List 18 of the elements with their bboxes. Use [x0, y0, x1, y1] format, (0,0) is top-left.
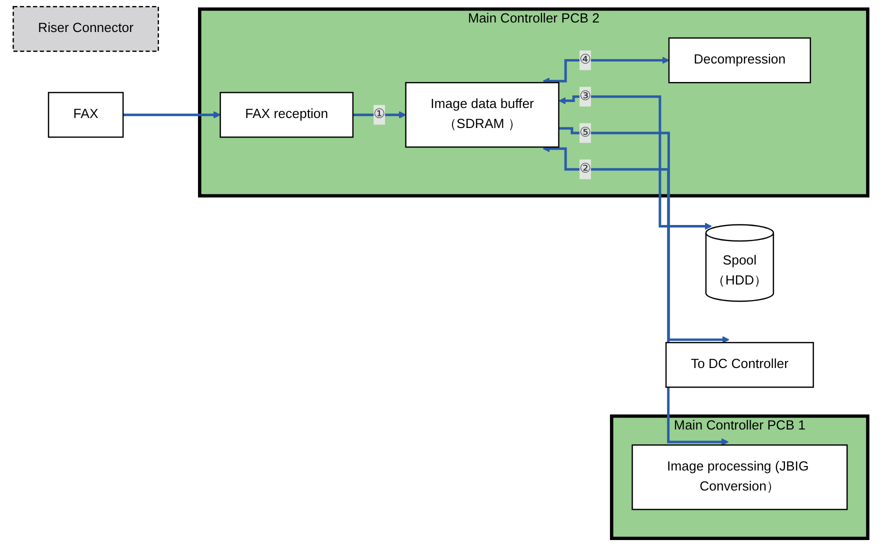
node-box: FAX: [48, 92, 124, 138]
arrow: [542, 144, 729, 446]
node-box: Decompression: [668, 37, 811, 84]
arrow: [123, 111, 221, 118]
arrow: [352, 111, 406, 118]
arrow: [558, 127, 730, 344]
edge-label: ⑤: [579, 126, 591, 140]
edge-label: ④: [579, 52, 591, 67]
node-box: Image processing (JBIG Conversion）: [632, 444, 848, 510]
arrow: [558, 95, 712, 230]
arrow: [542, 56, 670, 85]
node-box: To DC Controller: [665, 342, 814, 388]
node-box: Image data buffer （SDRAM ）: [405, 82, 560, 148]
edge-label: ③: [579, 89, 591, 104]
edge-label: ①: [374, 107, 386, 122]
node-box: Riser Connector: [12, 6, 159, 52]
edge-label: ②: [579, 162, 591, 176]
node-box: FAX reception: [220, 92, 354, 138]
